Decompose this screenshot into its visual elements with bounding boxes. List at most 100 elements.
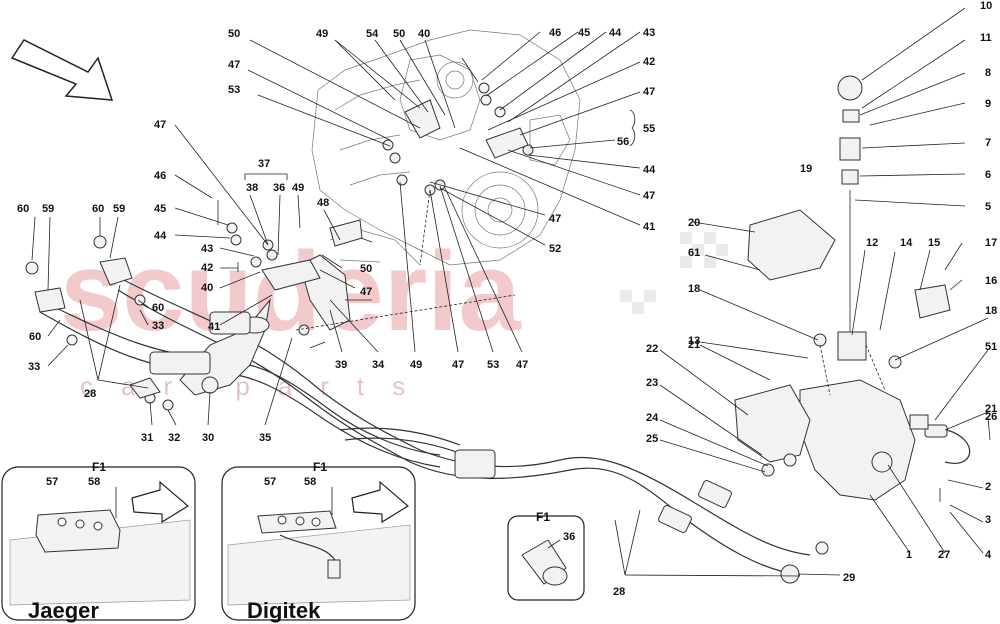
label-29: 29 (843, 572, 855, 584)
label-33-b: 33 (152, 320, 164, 332)
label-46-left: 46 (154, 170, 166, 182)
inset-digitek-title: F1 (313, 460, 327, 474)
label-11: 11 (980, 32, 992, 44)
label-38: 38 (246, 182, 258, 194)
label-55: 55 (643, 123, 655, 135)
label-47-bottom-a: 47 (452, 359, 464, 371)
inset-jaeger-label-58: 58 (88, 476, 100, 488)
label-24: 24 (646, 412, 659, 424)
fasteners (217, 57, 534, 349)
assembly-guide-lines (295, 189, 886, 396)
label-47-mid-left: 47 (360, 286, 372, 298)
label-20: 20 (688, 217, 700, 229)
label-49-top: 49 (316, 28, 328, 40)
label-40-left: 40 (201, 282, 213, 294)
label-45-top: 45 (578, 27, 590, 39)
label-35: 35 (259, 432, 271, 444)
checkered-flag-watermark (620, 232, 728, 314)
label-15: 15 (928, 237, 940, 249)
inset-digitek: F1 57 58 Digitek (221, 460, 416, 623)
label-28-bottom: 28 (613, 586, 625, 598)
inset-small-label-36: 36 (563, 531, 575, 543)
gear-lever-assembly (734, 75, 971, 502)
label-46-top: 46 (549, 27, 561, 39)
label-37: 37 (258, 158, 270, 170)
label-41-left: 41 (208, 321, 220, 333)
label-47-left: 47 (154, 119, 166, 131)
label-30: 30 (202, 432, 214, 444)
label-60-c: 60 (29, 331, 41, 343)
label-21-right: 21 (985, 403, 997, 415)
label-44-left: 44 (154, 230, 167, 242)
inset-small-f1: F1 36 (507, 510, 585, 601)
label-61: 61 (688, 247, 700, 259)
inset-digitek-label-58: 58 (304, 476, 316, 488)
label-50-top: 50 (393, 28, 405, 40)
label-2: 2 (985, 481, 991, 493)
label-42-left: 42 (201, 262, 213, 274)
shift-mechanism-left (149, 254, 351, 396)
label-31: 31 (141, 432, 153, 444)
label-22: 22 (646, 343, 658, 355)
label-28-left: 28 (84, 388, 96, 400)
inset-jaeger: F1 57 58 Jaeger (1, 460, 196, 623)
label-53-bottom: 53 (487, 359, 499, 371)
label-36-small: 36 (273, 182, 285, 194)
label-47-bottom-b: 47 (516, 359, 528, 371)
label-49-bottom: 49 (410, 359, 422, 371)
label-50-mid: 50 (360, 263, 372, 275)
label-43-right: 43 (643, 27, 655, 39)
label-45-left: 45 (154, 203, 166, 215)
label-41-right: 41 (643, 221, 655, 233)
label-17: 17 (985, 237, 997, 249)
label-23: 23 (646, 377, 658, 389)
label-47-topleft: 47 (228, 59, 240, 71)
label-32: 32 (168, 432, 180, 444)
label-47-mid: 47 (549, 213, 561, 225)
inset-jaeger-caption: Jaeger (28, 598, 99, 623)
label-51: 51 (985, 341, 997, 353)
watermark-text: scuderia (60, 229, 521, 354)
label-21-left: 21 (688, 339, 700, 351)
label-39: 39 (335, 359, 347, 371)
inset-jaeger-title: F1 (92, 460, 106, 474)
label-60-d: 60 (152, 302, 164, 314)
label-18-right: 18 (985, 305, 997, 317)
label-47-right-a: 47 (643, 86, 655, 98)
label-52: 52 (549, 243, 561, 255)
label-44-right: 44 (643, 164, 656, 176)
label-16: 16 (985, 275, 997, 287)
label-60-a: 60 (17, 203, 29, 215)
inset-digitek-label-57: 57 (264, 476, 276, 488)
label-10: 10 (980, 0, 992, 12)
label-44-top: 44 (609, 27, 622, 39)
label-53-top: 53 (228, 84, 240, 96)
label-43-left: 43 (201, 243, 213, 255)
label-12: 12 (866, 237, 878, 249)
label-1: 1 (906, 549, 912, 561)
label-33-a: 33 (28, 361, 40, 373)
label-49-left: 49 (292, 182, 304, 194)
label-27: 27 (938, 549, 950, 561)
inset-jaeger-label-57: 57 (46, 476, 58, 488)
leader-lines (31, 7, 991, 577)
bracket-55 (629, 109, 636, 147)
label-40-top: 40 (418, 28, 430, 40)
label-59-b: 59 (113, 203, 125, 215)
label-6: 6 (985, 169, 991, 181)
inset-digitek-caption: Digitek (247, 598, 321, 623)
label-48: 48 (317, 197, 329, 209)
label-26: 26 (985, 411, 997, 423)
shift-cables (39, 277, 829, 584)
label-59-a: 59 (42, 203, 54, 215)
bracket-37 (244, 173, 288, 180)
part-number-labels: 10 11 8 9 7 6 5 17 16 18 51 21 26 2 3 4 … (17, 0, 997, 598)
label-56: 56 (617, 136, 629, 148)
label-14: 14 (900, 237, 913, 249)
label-25: 25 (646, 433, 658, 445)
label-4: 4 (985, 549, 992, 561)
label-5: 5 (985, 201, 991, 213)
cable-end-fittings (25, 235, 174, 411)
label-50-left: 50 (228, 28, 240, 40)
